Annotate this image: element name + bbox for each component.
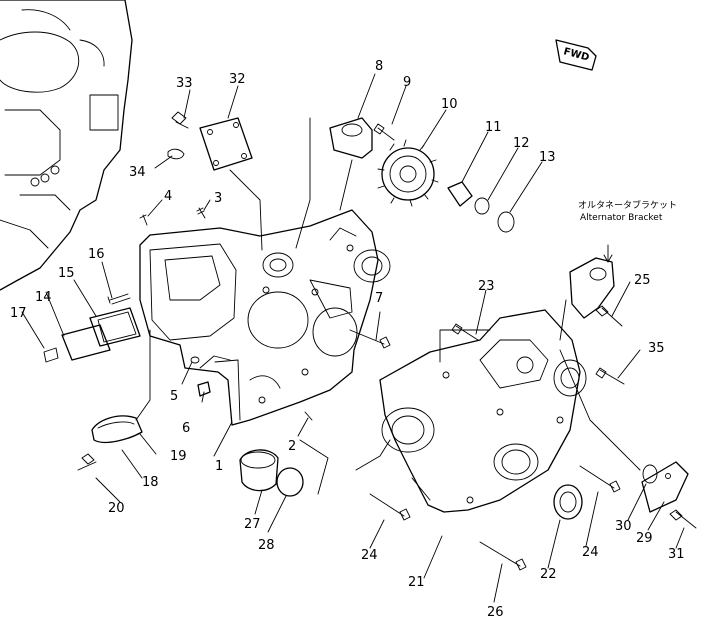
callout-19: 19: [170, 449, 187, 464]
alternator-bracket: [569, 244, 623, 327]
callout-22: 22: [540, 567, 557, 582]
callout-29: 29: [636, 531, 653, 546]
callout-4: 4: [164, 189, 172, 204]
callout-16: 16: [88, 247, 105, 262]
callout-9: 9: [403, 75, 411, 90]
gear-case-1: [139, 209, 391, 426]
callout-28: 28: [258, 538, 275, 553]
gasket-18-19: [77, 415, 143, 471]
callout-33: 33: [176, 76, 193, 91]
callout-21: 21: [408, 575, 425, 590]
callout-30: 30: [615, 519, 632, 534]
callout-18: 18: [142, 475, 159, 490]
callout-5: 5: [170, 389, 178, 404]
callout-27: 27: [244, 517, 261, 532]
cover-29-30-31: [641, 461, 697, 529]
callout-leaders: [21, 73, 685, 603]
front-cover-21: [379, 309, 587, 513]
callout-31: 31: [668, 547, 685, 562]
bolts: [349, 323, 625, 571]
callout-20: 20: [108, 501, 125, 516]
callout-12: 12: [513, 136, 530, 151]
callout-2: 2: [288, 439, 296, 454]
idler-parts-8-13: [329, 117, 515, 233]
callout-24b: 24: [582, 545, 599, 560]
callout-3: 3: [214, 191, 222, 206]
cover-plate-32: [167, 111, 253, 171]
callout-7: 7: [375, 291, 383, 306]
callout-1: 1: [215, 459, 223, 474]
callout-6: 6: [182, 421, 190, 436]
callout-24a: 24: [361, 548, 378, 563]
callout-labels: 1 2 3 4 5 6 7 8 9 10 11 12 13 14 15 16 1…: [10, 59, 685, 618]
forward-arrow-icon: FWD: [555, 39, 597, 71]
oil-seal-22: [553, 484, 583, 520]
callout-11: 11: [485, 120, 502, 135]
cover-14-15: [43, 293, 141, 363]
callout-35: 35: [648, 341, 665, 356]
callout-17: 17: [10, 306, 27, 321]
assembly-lines: [135, 117, 641, 495]
callout-26: 26: [487, 605, 504, 618]
small-parts-left: [139, 207, 313, 421]
engine-block: [0, 0, 133, 291]
note-english: Alternator Bracket: [580, 213, 663, 223]
callout-13: 13: [539, 150, 556, 165]
callout-25: 25: [634, 273, 651, 288]
callout-10: 10: [441, 97, 458, 112]
cap-27-oring-28: [239, 449, 304, 497]
fwd-label: FWD: [562, 46, 590, 63]
note-japanese: オルタネータブラケット: [578, 199, 677, 211]
callout-14: 14: [35, 290, 52, 305]
callout-23: 23: [478, 279, 495, 294]
callout-34: 34: [129, 165, 146, 180]
callout-15: 15: [58, 266, 75, 281]
callout-8: 8: [375, 59, 383, 74]
callout-32: 32: [229, 72, 246, 87]
